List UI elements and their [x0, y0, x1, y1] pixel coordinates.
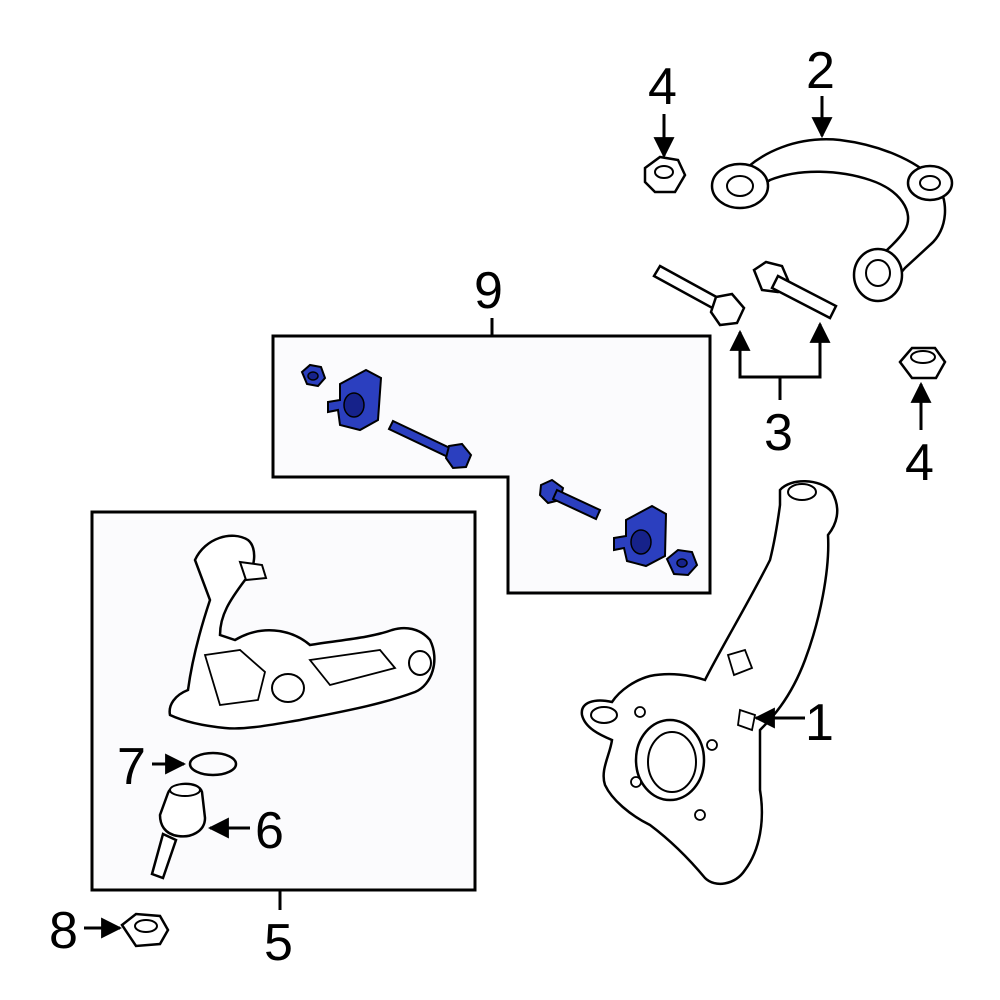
kit-cam-washer-left — [327, 368, 383, 432]
nut-bottom — [120, 912, 170, 948]
kit-cam-washer-right — [613, 504, 668, 568]
callout-7: 7 — [117, 738, 146, 796]
callout-2: 2 — [806, 42, 835, 100]
callout-4-top: 4 — [648, 58, 677, 116]
o-ring — [188, 751, 238, 777]
upper-control-arm — [710, 138, 954, 303]
leader-3 — [738, 336, 822, 400]
callout-4-right: 4 — [905, 434, 934, 492]
cam-bolt-right — [752, 260, 838, 320]
callout-1: 1 — [805, 694, 834, 752]
lower-control-arm — [168, 534, 436, 730]
callout-6: 6 — [255, 802, 284, 860]
nut-right — [898, 346, 947, 380]
steering-knuckle — [580, 480, 839, 886]
kit-nut-left — [300, 363, 327, 388]
nut-top-left — [643, 155, 687, 194]
callout-5: 5 — [264, 914, 293, 972]
kit-bolt-left — [387, 419, 473, 470]
ball-joint — [150, 782, 207, 880]
callout-3: 3 — [764, 404, 793, 462]
kit-box-9 — [271, 334, 712, 595]
kit-nut-right — [665, 548, 699, 577]
callout-8: 8 — [49, 902, 78, 960]
kit-bolt-right — [538, 478, 602, 521]
cam-bolt-left — [652, 264, 746, 327]
callout-9: 9 — [474, 262, 503, 320]
